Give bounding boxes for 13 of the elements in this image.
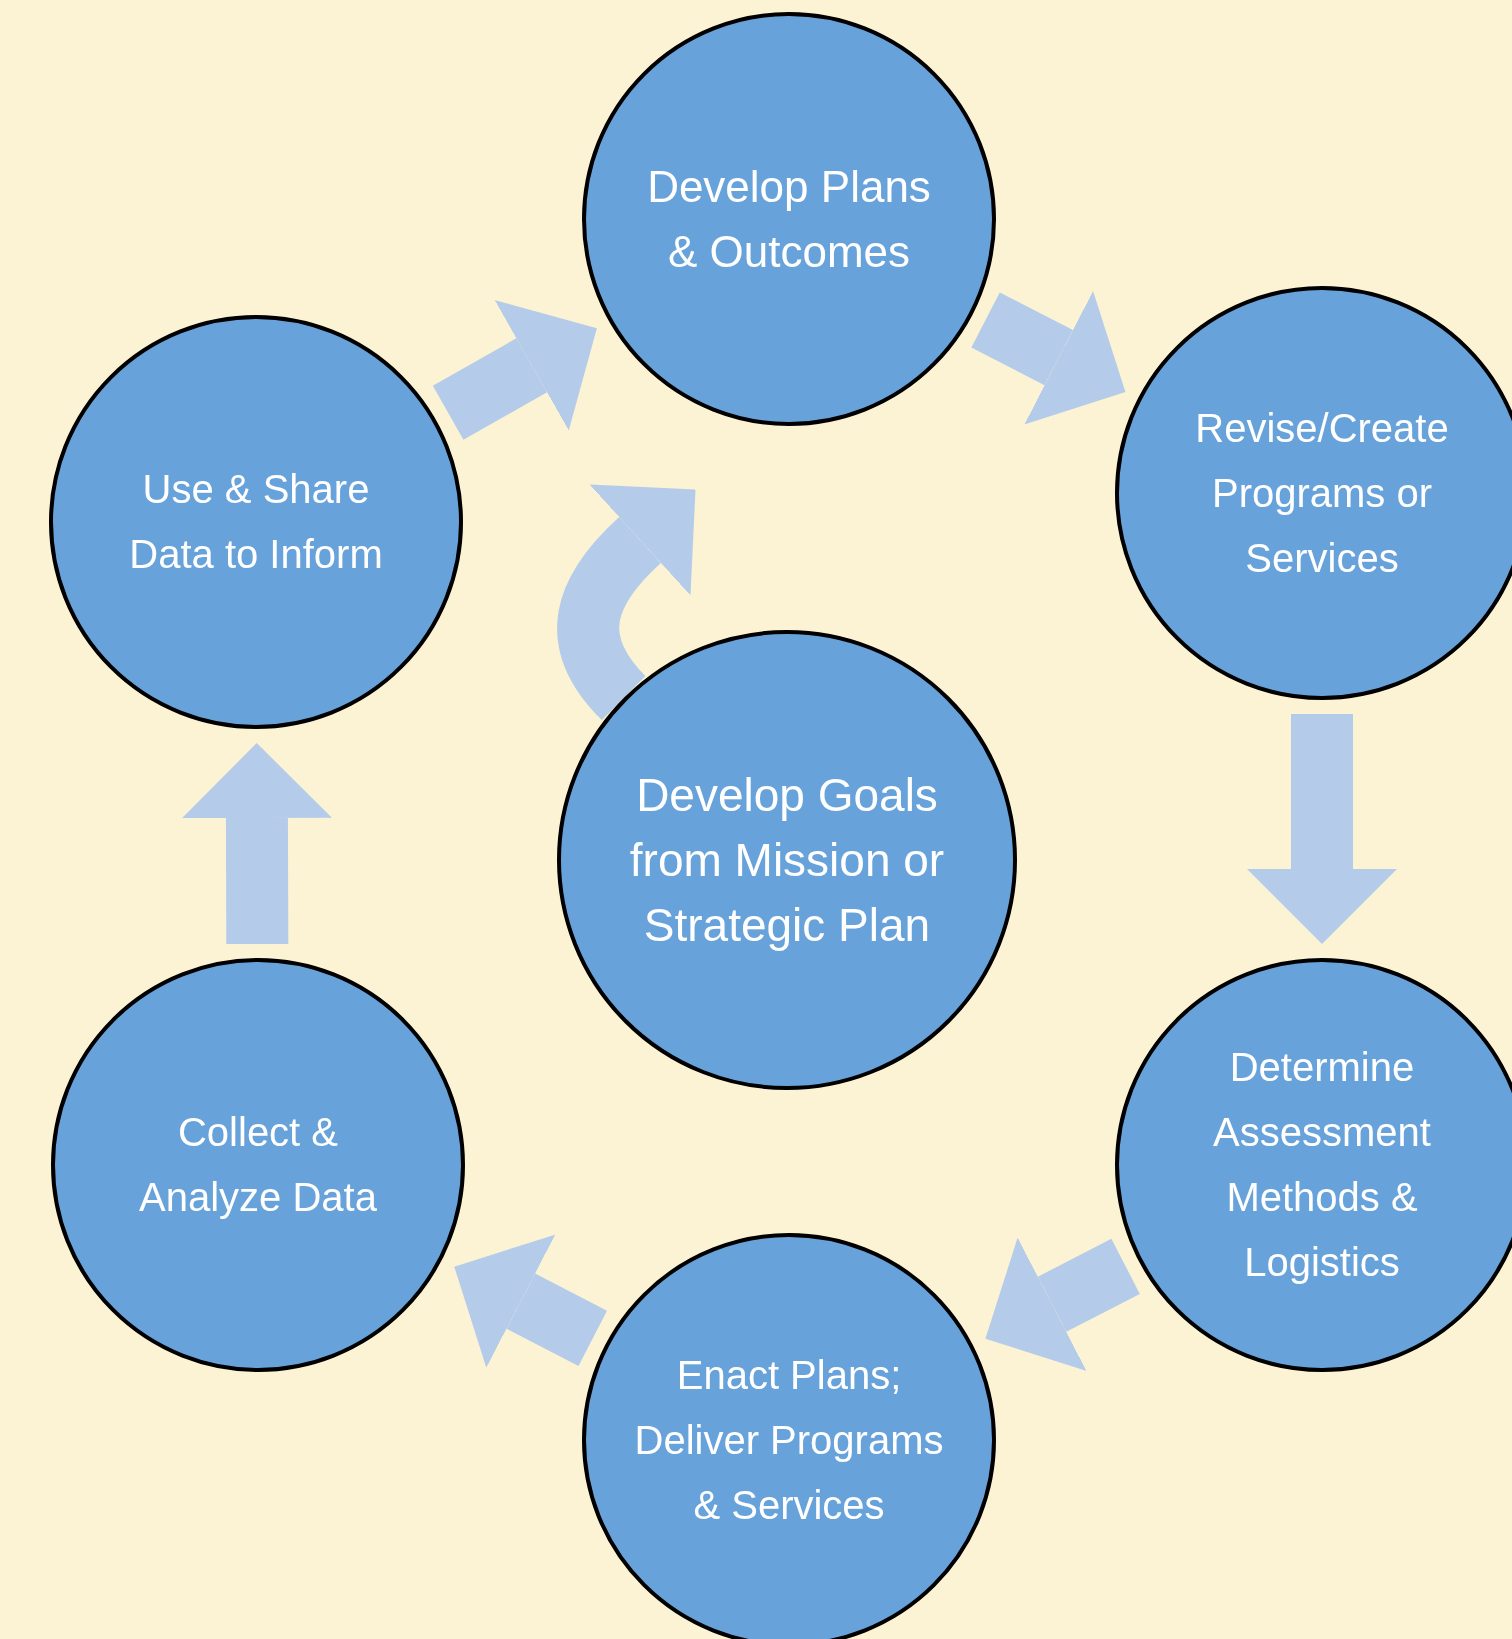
step-label: Develop Plans & Outcomes [646, 161, 932, 278]
step-label: Revise/Create Programs or Services [1194, 404, 1450, 582]
block-arrow [454, 1234, 607, 1368]
block-arrow [1247, 714, 1397, 944]
step-label: Use & Share Data to Inform [128, 466, 384, 578]
step-label: Enact Plans; Deliver Programs & Services [633, 1351, 945, 1529]
block-arrow [181, 743, 332, 945]
step-label: Determine Assessment Methods & Logistics [1212, 1044, 1432, 1286]
block-arrow [985, 1237, 1140, 1371]
step-label: Collect & Analyze Data [138, 1109, 378, 1221]
block-arrow [432, 300, 597, 440]
step-label: Develop Goals from Mission or Strategic Plan [628, 767, 946, 953]
block-arrow [971, 290, 1126, 425]
